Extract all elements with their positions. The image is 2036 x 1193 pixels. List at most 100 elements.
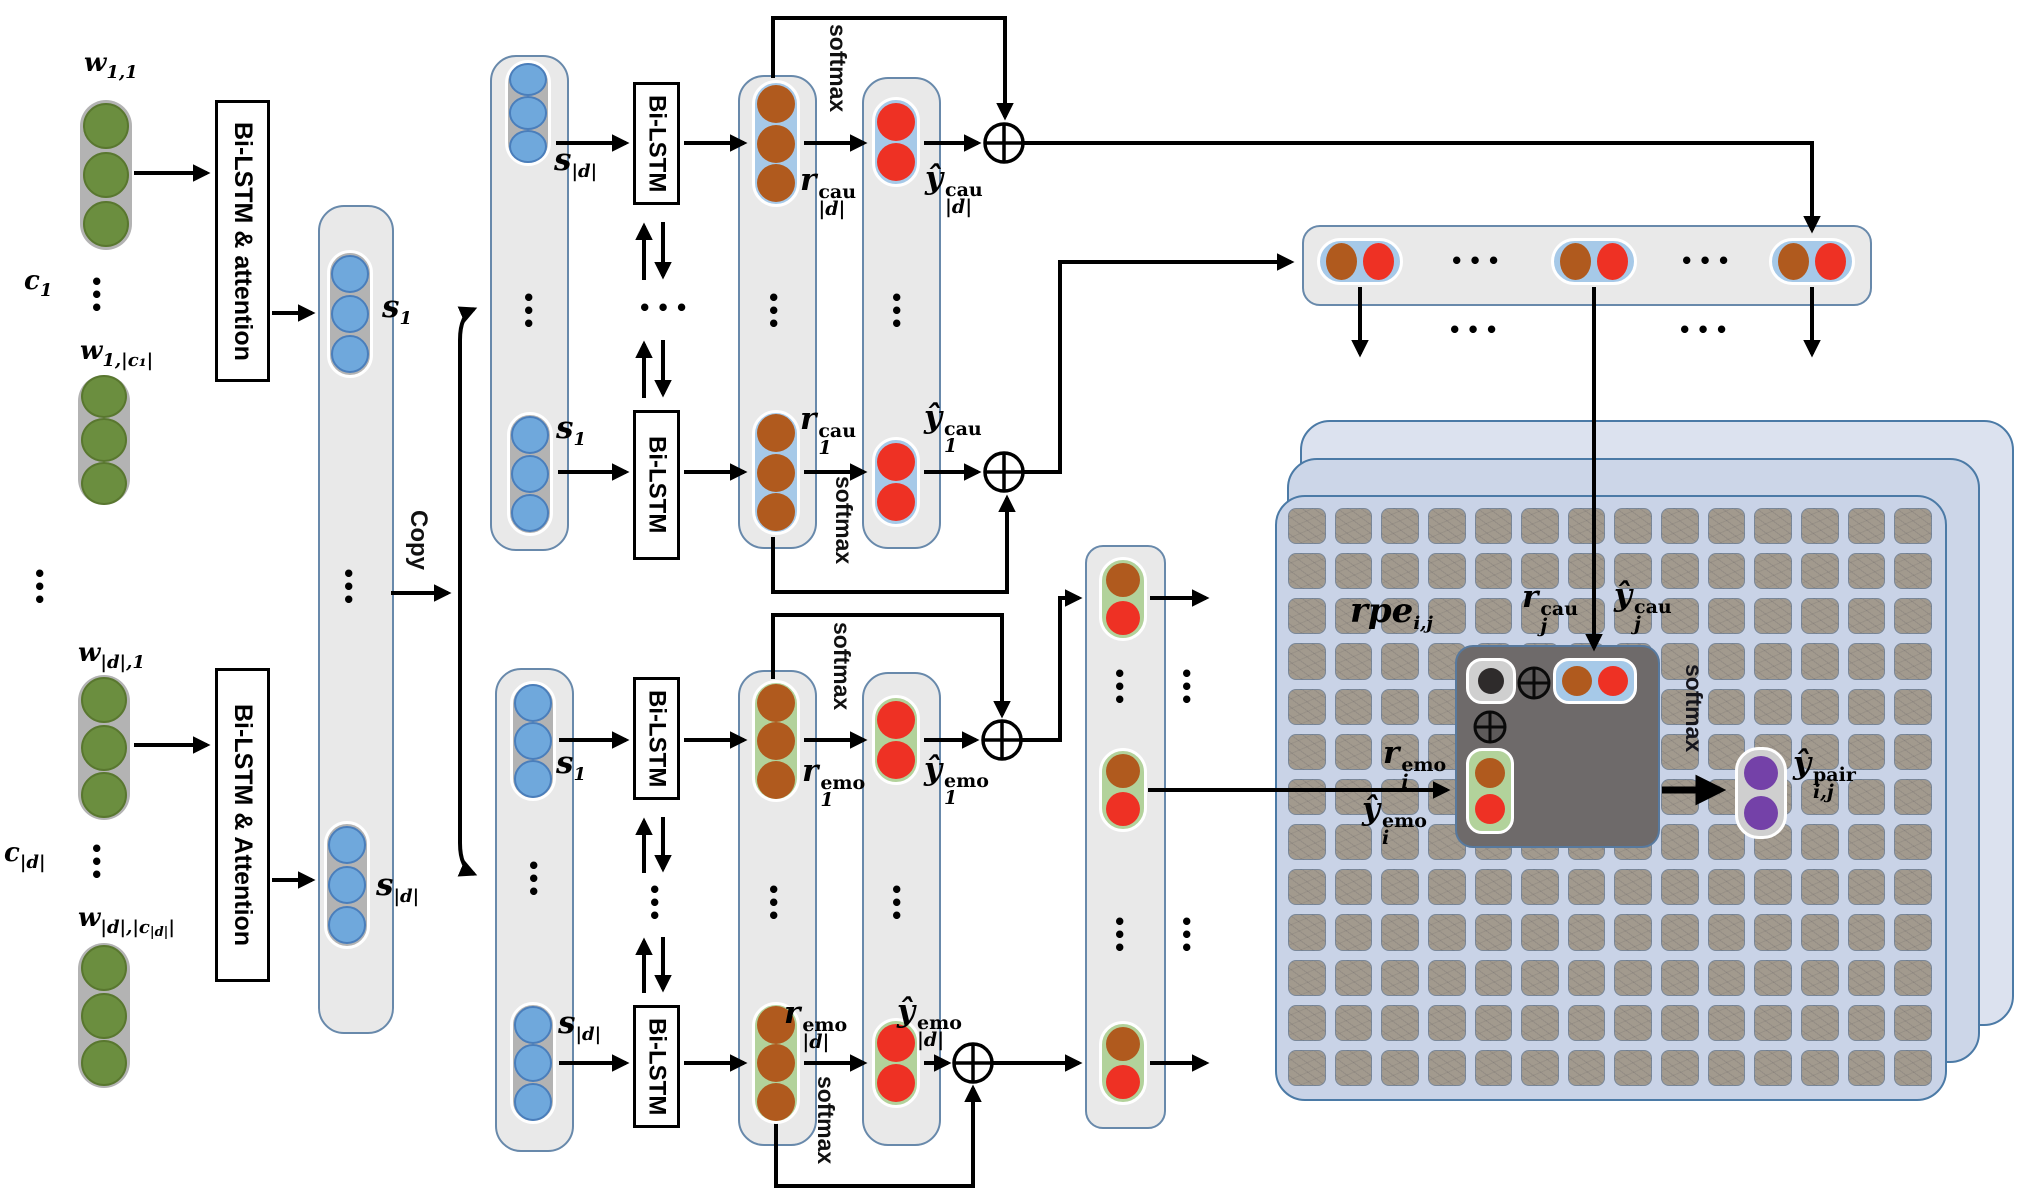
softmax-label-emotion-1: softmax xyxy=(829,622,855,711)
matrix-cell xyxy=(1474,1004,1513,1041)
matrix-cell xyxy=(1427,1049,1466,1086)
oplus-icon xyxy=(952,1042,994,1084)
matrix-cell xyxy=(1847,869,1886,906)
matrix-cell xyxy=(1567,869,1606,906)
ellipsis-vertical-icon: ••• xyxy=(90,837,104,887)
matrix-cell xyxy=(1661,824,1699,861)
matrix-cell xyxy=(1474,1049,1513,1086)
matrix-cell xyxy=(1334,733,1373,770)
unit-circle xyxy=(514,1044,552,1082)
cause-prediction-yd xyxy=(872,97,920,187)
ellipsis-vertical-icon: ••• xyxy=(527,854,541,904)
unit-circle xyxy=(509,63,547,97)
unit-circle xyxy=(331,335,369,373)
matrix-cell xyxy=(1801,733,1839,770)
matrix-cell xyxy=(1707,869,1746,906)
copy-label: Copy xyxy=(405,510,432,570)
emotion-input-sd xyxy=(510,1002,556,1124)
matrix-cell xyxy=(1567,959,1606,996)
unit-circle xyxy=(511,494,549,532)
copy-split-arrows xyxy=(391,306,478,877)
matrix-cell xyxy=(1754,598,1793,635)
unit-circle xyxy=(514,722,552,760)
matrix-cell xyxy=(1521,508,1559,545)
matrix-cell xyxy=(1427,959,1466,996)
matrix-cell xyxy=(1754,1004,1793,1041)
softmax-label-cause-1: softmax xyxy=(831,476,857,565)
matrix-cell xyxy=(1801,914,1839,951)
matrix-cell xyxy=(1381,914,1419,951)
unit-circle xyxy=(757,492,795,531)
unit-circle xyxy=(514,1082,552,1121)
matrix-cell xyxy=(1754,914,1793,951)
unit-circle xyxy=(81,772,127,819)
unit-circle xyxy=(757,84,795,123)
ellipsis-horizontal-icon: ••• xyxy=(1448,318,1504,342)
label-cd: c|d| xyxy=(4,838,46,873)
matrix-cell xyxy=(1381,1049,1419,1086)
unit-circle xyxy=(328,906,366,944)
ellipsis-horizontal-icon: ••• xyxy=(638,296,694,320)
unit-circle xyxy=(331,255,369,293)
ellipsis-vertical-icon: ••• xyxy=(890,878,904,928)
matrix-cell xyxy=(1474,553,1513,590)
unit-circle xyxy=(1560,243,1591,280)
matrix-cell xyxy=(1894,553,1932,590)
bilstm-label: Bi-LSTM xyxy=(643,689,671,788)
matrix-cell xyxy=(1801,1004,1839,1041)
matrix-cell xyxy=(1707,553,1746,590)
matrix-cell xyxy=(1614,914,1653,951)
matrix-cell xyxy=(1801,1049,1839,1086)
unit-circle xyxy=(757,760,795,799)
matrix-cell xyxy=(1427,508,1466,545)
ellipsis-vertical-icon: ••• xyxy=(33,562,47,612)
label-sd-main: s|d| xyxy=(376,867,420,907)
unit-circle xyxy=(757,1082,795,1121)
word-embedding-w11 xyxy=(80,100,132,250)
unit-circle xyxy=(1562,666,1592,696)
clause-vector-sd-main xyxy=(324,821,370,949)
matrix-cell xyxy=(1847,914,1886,951)
emotion-pair-cell-1 xyxy=(1099,557,1147,641)
unit-circle xyxy=(757,453,795,492)
softmax-label-cause-d: softmax xyxy=(825,24,851,113)
unit-circle xyxy=(1106,1064,1140,1099)
unit-circle xyxy=(757,1005,795,1044)
matrix-cell xyxy=(1707,733,1746,770)
matrix-cell xyxy=(1614,869,1653,906)
matrix-cell xyxy=(1334,869,1373,906)
unit-circle xyxy=(877,442,915,481)
matrix-cell xyxy=(1847,508,1886,545)
matrix-cell xyxy=(1847,643,1886,680)
matrix-cell xyxy=(1894,688,1932,725)
bilstm-attention-box-top: Bi-LSTM & attention xyxy=(215,100,270,382)
unit-circle xyxy=(757,124,795,163)
cause-prediction-y1 xyxy=(872,437,920,527)
unit-circle xyxy=(81,418,127,462)
matrix-cell xyxy=(1334,959,1373,996)
matrix-cell xyxy=(1288,914,1326,951)
relative-position-embedding-pill xyxy=(1466,658,1516,704)
unit-circle xyxy=(1106,1027,1140,1062)
matrix-cell xyxy=(1334,778,1373,816)
unit-circle xyxy=(83,103,129,149)
matrix-cell xyxy=(1754,869,1793,906)
matrix-cell xyxy=(1567,553,1606,590)
matrix-cell xyxy=(1381,733,1419,770)
matrix-cell xyxy=(1661,1004,1699,1041)
matrix-cell xyxy=(1754,959,1793,996)
label-sd-cause: s|d| xyxy=(554,142,598,182)
ellipsis-vertical-icon: ••• xyxy=(767,286,781,336)
matrix-cell xyxy=(1661,914,1699,951)
unit-circle xyxy=(757,1044,795,1082)
unit-circle xyxy=(509,129,547,163)
matrix-cell xyxy=(1847,1049,1886,1086)
matrix-cell xyxy=(1661,959,1699,996)
matrix-cell xyxy=(1288,553,1326,590)
matrix-cell xyxy=(1288,1049,1326,1086)
unit-circle xyxy=(757,164,795,203)
